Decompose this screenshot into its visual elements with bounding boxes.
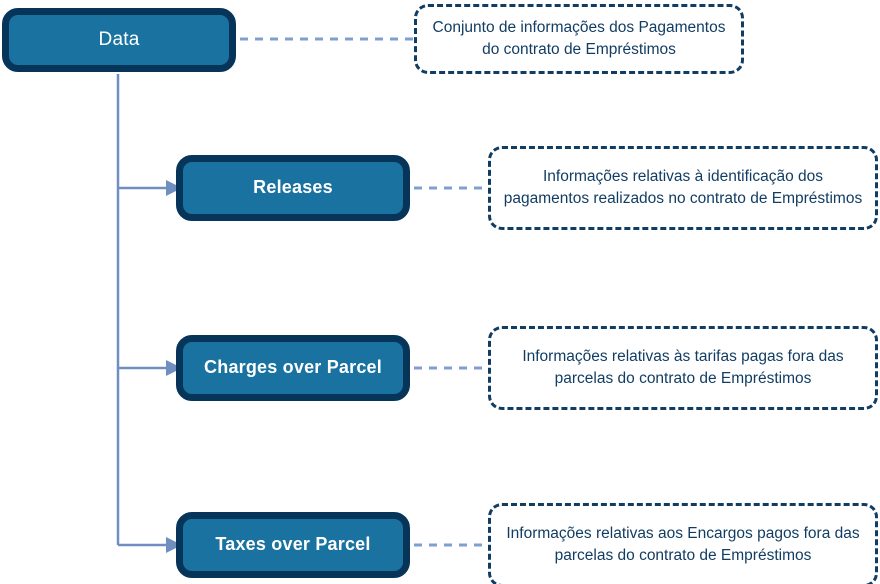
note-taxes-over-parcel: Informações relativas aos Encargos pagos… — [488, 503, 878, 584]
note-charges-over-parcel: Informações relativas às tarifas pagas f… — [488, 326, 878, 410]
node-data[interactable]: Data — [2, 8, 236, 72]
node-taxes-over-parcel-label: Taxes over Parcel — [215, 534, 371, 555]
node-releases-label: Releases — [253, 177, 333, 198]
note-releases-text: Informações relativas à identificação do… — [503, 167, 863, 207]
node-taxes-over-parcel[interactable]: Taxes over Parcel — [176, 512, 410, 578]
note-data: Conjunto de informações dos Pagamentos d… — [414, 4, 744, 74]
node-charges-over-parcel-label: Charges over Parcel — [204, 357, 382, 378]
node-data-label: Data — [98, 28, 140, 50]
note-charges-over-parcel-text: Informações relativas às tarifas pagas f… — [522, 347, 844, 387]
node-releases[interactable]: Releases — [176, 155, 410, 221]
note-data-text: Conjunto de informações dos Pagamentos d… — [432, 18, 726, 58]
node-charges-over-parcel[interactable]: Charges over Parcel — [176, 335, 410, 401]
note-releases: Informações relativas à identificação do… — [488, 146, 878, 230]
note-taxes-over-parcel-text: Informações relativas aos Encargos pagos… — [506, 524, 860, 564]
